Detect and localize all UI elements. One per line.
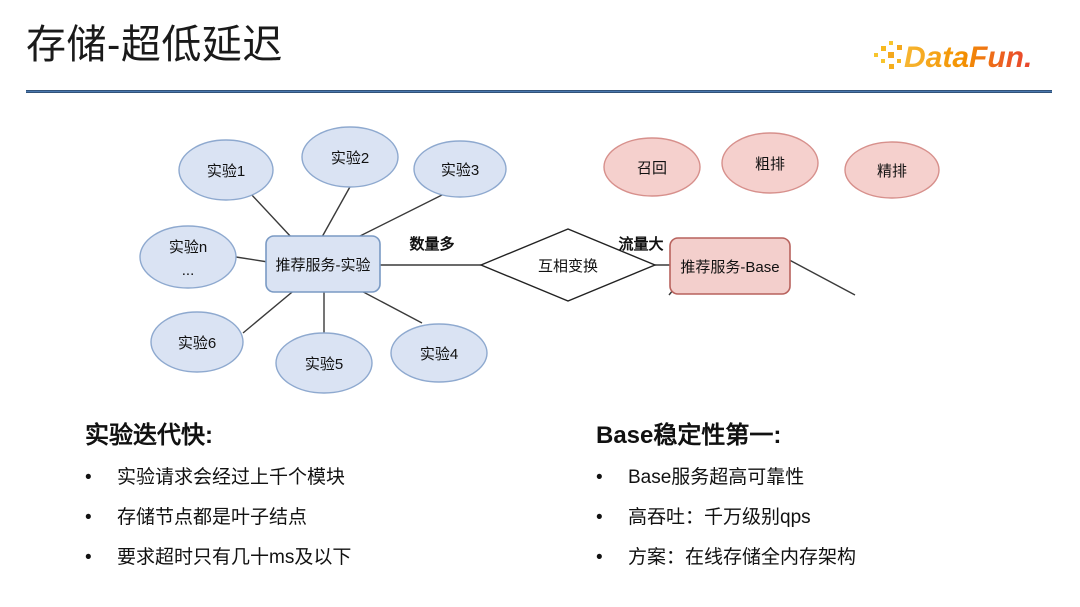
transform-diamond-label: 互相变换 [538, 258, 598, 275]
node-experiment-1-label: 实验1 [207, 163, 245, 180]
bullet-glyph-icon: • [596, 506, 603, 528]
right-bullet-3: 方案：在线存储全内存架构 [628, 546, 857, 568]
left-bullet-3: 要求超时只有几十ms及以下 [117, 546, 352, 568]
node-experiment-5[interactable]: 实验5 [275, 332, 373, 394]
bullet-glyph-icon: • [596, 546, 603, 568]
datafun-logo: DataFun. [872, 36, 1044, 76]
bullet-glyph-icon: • [85, 546, 92, 568]
edge-label-traffic: 流量大 [618, 235, 663, 253]
node-recommend-service-experiment[interactable]: 推荐服务-实验 [265, 235, 381, 293]
right-bullet-2: 高吞吐：千万级别qps [628, 506, 811, 528]
left-bullet-1: 实验请求会经过上千个模块 [117, 466, 346, 488]
node-experiment-4[interactable]: 实验4 [390, 323, 488, 383]
node-coarse-rank-label: 粗排 [755, 156, 785, 173]
cluster-connector: 互相变换 数量多 流量大 [380, 228, 672, 302]
left-bullet-2: 存储节点都是叶子结点 [117, 506, 308, 528]
edge-center-to-expn [235, 256, 269, 263]
node-recall-label: 召回 [637, 160, 667, 177]
transform-diamond [479, 228, 657, 302]
node-experiment-4-label: 实验4 [420, 346, 458, 363]
node-experiment-3[interactable]: 实验3 [413, 140, 507, 198]
node-experiment-2-label: 实验2 [331, 150, 369, 167]
node-coarse-rank[interactable]: 粗排 [721, 132, 819, 194]
node-recall[interactable]: 召回 [603, 137, 701, 197]
node-experiment-5-label: 实验5 [305, 356, 343, 373]
node-experiment-2[interactable]: 实验2 [301, 126, 399, 188]
edge-center-to-exp2 [321, 184, 352, 238]
list-item: • 实验请求会经过上千个模块 [85, 465, 555, 491]
node-recommend-service-experiment-label: 推荐服务-实验 [276, 257, 371, 274]
node-experiment-n-ellipsis: ... [182, 262, 195, 279]
page-title: 存储-超低延迟 [26, 23, 283, 67]
left-text-column: 实验迭代快: • 实验请求会经过上千个模块 • 存储节点都是叶子结点 • 要求超… [85, 422, 555, 585]
logo-wordmark: DataFun. [904, 41, 1032, 74]
list-item: • 方案：在线存储全内存架构 [596, 545, 1066, 571]
node-recommend-service-base[interactable]: 推荐服务-Base [669, 237, 791, 295]
bullet-glyph-icon: • [85, 506, 92, 528]
edge-label-quantity: 数量多 [409, 235, 454, 253]
node-experiment-6-label: 实验6 [178, 335, 216, 352]
list-item: • 高吞吐：千万级别qps [596, 505, 1066, 531]
node-recommend-service-base-label: 推荐服务-Base [680, 259, 779, 276]
node-experiment-3-label: 实验3 [441, 162, 479, 179]
list-item: • Base服务超高可靠性 [596, 465, 1066, 491]
architecture-diagram: 互相变换 数量多 流量大 实验1 实验2 实验3 实验n ... [0, 105, 1080, 405]
node-fine-rank-label: 精排 [877, 163, 907, 180]
edge-center-to-exp6 [242, 287, 298, 334]
bullet-glyph-icon: • [596, 466, 603, 488]
edge-center-to-exp3 [351, 189, 453, 241]
node-experiment-n[interactable]: 实验n ... [139, 225, 237, 289]
logo-dots-icon [874, 41, 902, 69]
left-column-heading: 实验迭代快: [85, 422, 213, 449]
bullet-glyph-icon: • [85, 466, 92, 488]
header-divider [26, 90, 1052, 93]
list-item: • 要求超时只有几十ms及以下 [85, 545, 555, 571]
node-fine-rank[interactable]: 精排 [844, 141, 940, 199]
right-bullet-1: Base服务超高可靠性 [628, 466, 805, 488]
list-item: • 存储节点都是叶子结点 [85, 505, 555, 531]
edge-center-to-exp1 [249, 192, 293, 239]
right-text-column: Base稳定性第一: • Base服务超高可靠性 • 高吞吐：千万级别qps •… [596, 422, 1066, 585]
node-experiment-n-label: 实验n [169, 239, 207, 256]
left-cluster-edges [235, 184, 453, 334]
node-experiment-6[interactable]: 实验6 [150, 311, 244, 373]
right-column-heading: Base稳定性第一: [596, 422, 782, 449]
node-experiment-1[interactable]: 实验1 [178, 139, 274, 201]
